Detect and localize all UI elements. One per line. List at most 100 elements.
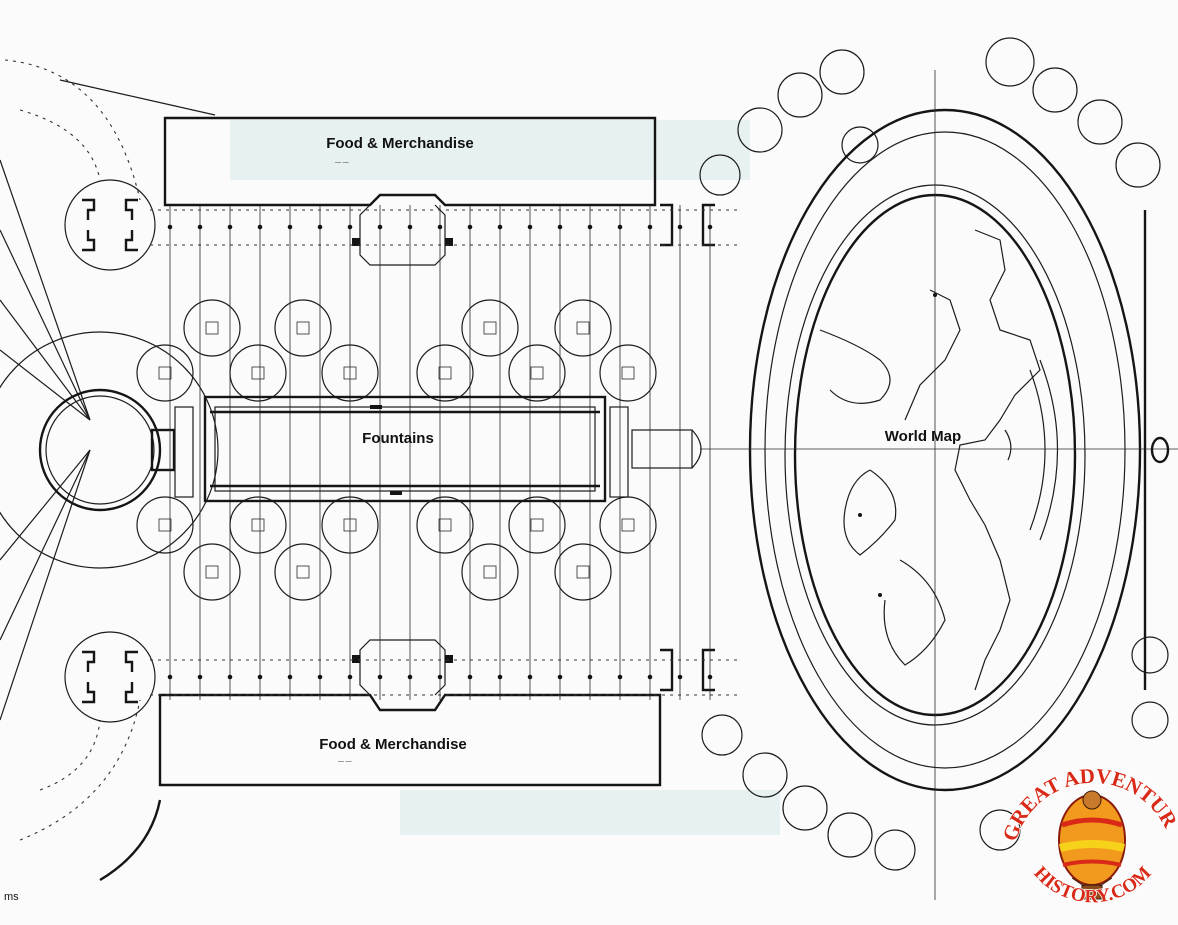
planter-circle bbox=[508, 344, 566, 402]
world-map-continents bbox=[819, 229, 1041, 691]
column-dot bbox=[647, 674, 653, 680]
planter-box bbox=[438, 518, 452, 532]
small-annotation: — — bbox=[335, 160, 349, 166]
planter-circle bbox=[274, 299, 332, 357]
column-dot bbox=[197, 224, 203, 230]
planter-circle bbox=[599, 496, 657, 554]
column-dot bbox=[617, 674, 623, 680]
planter-circle bbox=[321, 344, 379, 402]
fountains-basin bbox=[174, 395, 702, 503]
tree-circle bbox=[1077, 99, 1123, 145]
planter-box bbox=[576, 321, 590, 335]
planter-box bbox=[576, 565, 590, 579]
column-dot bbox=[317, 674, 323, 680]
left-plaza bbox=[0, 331, 219, 569]
column-dot bbox=[257, 674, 263, 680]
tree-circle bbox=[827, 812, 873, 858]
planter-box bbox=[621, 518, 635, 532]
column-dot bbox=[197, 674, 203, 680]
tree-circle bbox=[737, 107, 783, 153]
column-dot bbox=[467, 674, 473, 680]
tree-circle bbox=[742, 752, 788, 798]
planter-circle bbox=[321, 496, 379, 554]
column-dot bbox=[677, 674, 683, 680]
planter-box bbox=[205, 321, 219, 335]
column-dot bbox=[497, 224, 503, 230]
column-dot bbox=[437, 224, 443, 230]
column-dot bbox=[167, 674, 173, 680]
planter-circle bbox=[461, 543, 519, 601]
tree-circle bbox=[699, 154, 741, 196]
planter-box bbox=[251, 366, 265, 380]
planter-box bbox=[438, 366, 452, 380]
planter-circle bbox=[416, 344, 474, 402]
tree-circle bbox=[1131, 636, 1169, 674]
planter-circle bbox=[554, 299, 612, 357]
tree-circle bbox=[1131, 701, 1169, 739]
column-dot bbox=[467, 224, 473, 230]
column-dot bbox=[677, 224, 683, 230]
column-dot bbox=[377, 224, 383, 230]
planter-circles bbox=[136, 299, 657, 601]
column-dot bbox=[317, 224, 323, 230]
tree-circle bbox=[841, 126, 879, 164]
left-dotted-paths bbox=[4, 59, 162, 882]
planter-circle bbox=[183, 543, 241, 601]
planter-box bbox=[296, 565, 310, 579]
fountains-label: Fountains bbox=[362, 430, 434, 447]
planter-circle bbox=[229, 496, 287, 554]
corner-pavilions bbox=[64, 179, 715, 723]
planter-box bbox=[343, 366, 357, 380]
column-dot bbox=[587, 224, 593, 230]
column-dot bbox=[287, 674, 293, 680]
column-dot bbox=[167, 224, 173, 230]
column-dot bbox=[497, 674, 503, 680]
perimeter-trees bbox=[699, 37, 1169, 871]
column-dot bbox=[227, 674, 233, 680]
tree-circle bbox=[1032, 67, 1078, 113]
column-dot bbox=[707, 674, 713, 680]
planter-box bbox=[296, 321, 310, 335]
small-annotation: — — bbox=[338, 759, 352, 765]
column-dot bbox=[647, 224, 653, 230]
tree-circle bbox=[874, 829, 916, 871]
colonnades bbox=[150, 205, 740, 700]
column-dot bbox=[527, 224, 533, 230]
tree-circle bbox=[819, 49, 865, 95]
tree-circle bbox=[777, 72, 823, 118]
planter-box bbox=[343, 518, 357, 532]
column-dot bbox=[617, 224, 623, 230]
column-dot bbox=[587, 674, 593, 680]
planter-box bbox=[251, 518, 265, 532]
planter-circle bbox=[136, 496, 194, 554]
planter-circle bbox=[416, 496, 474, 554]
faded-background-marks bbox=[230, 120, 780, 835]
planter-circle bbox=[461, 299, 519, 357]
tree-circle bbox=[979, 809, 1021, 851]
column-dot bbox=[437, 674, 443, 680]
column-dot bbox=[227, 224, 233, 230]
planter-box bbox=[483, 565, 497, 579]
column-dot bbox=[707, 224, 713, 230]
column-dot bbox=[527, 674, 533, 680]
planter-box bbox=[158, 518, 172, 532]
planter-box bbox=[158, 366, 172, 380]
column-dot bbox=[407, 674, 413, 680]
column-dot bbox=[557, 224, 563, 230]
planter-circle bbox=[183, 299, 241, 357]
column-dot bbox=[257, 224, 263, 230]
planter-circle bbox=[508, 496, 566, 554]
planter-box bbox=[621, 366, 635, 380]
column-dot bbox=[377, 674, 383, 680]
planter-circle bbox=[229, 344, 287, 402]
planter-box bbox=[205, 565, 219, 579]
edge-text: ms bbox=[4, 891, 19, 903]
bottom-building bbox=[158, 639, 662, 787]
tree-circle bbox=[1115, 142, 1161, 188]
planter-box bbox=[530, 366, 544, 380]
planter-circle bbox=[274, 543, 332, 601]
planter-circle bbox=[136, 344, 194, 402]
world-map-label: World Map bbox=[885, 428, 961, 445]
food-merchandise-top-label: Food & Merchandise bbox=[326, 135, 474, 152]
